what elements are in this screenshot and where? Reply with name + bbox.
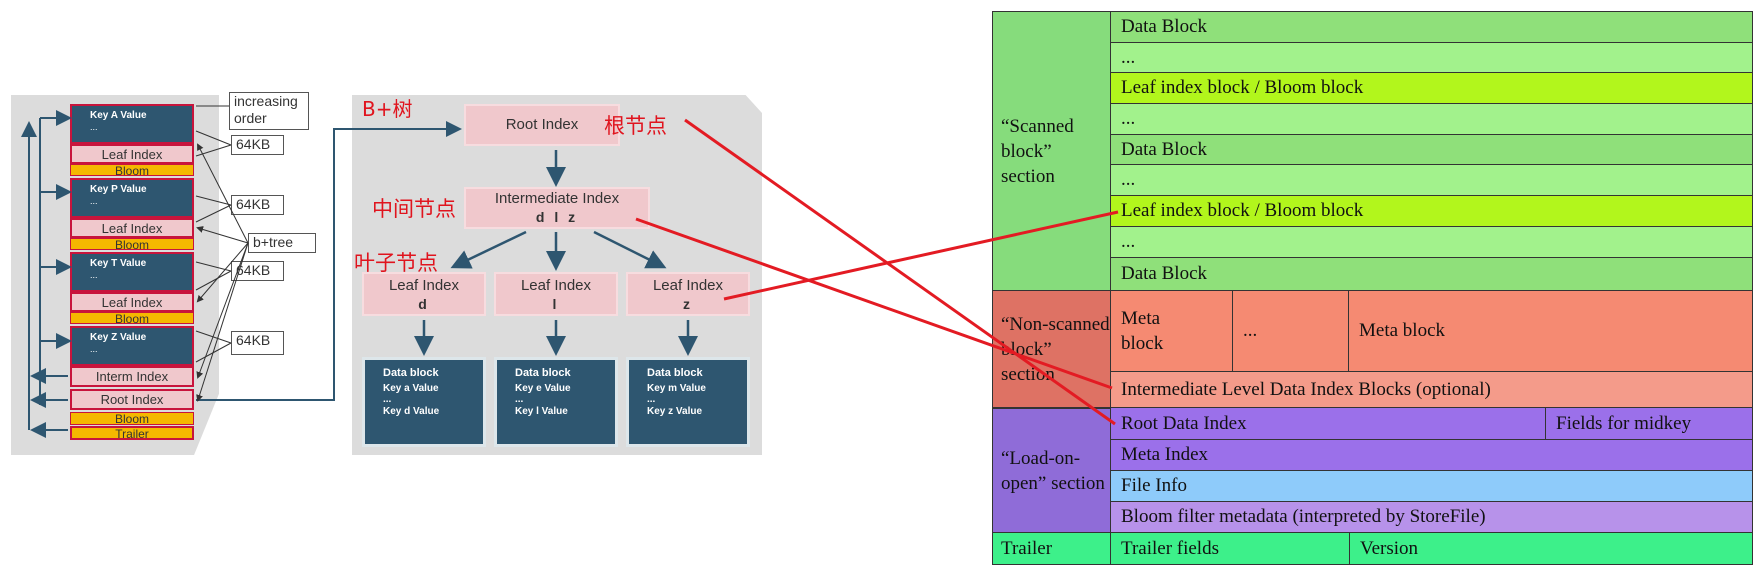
leaf-node-cn-label: 叶子节点 (354, 251, 438, 275)
meta-index-row: Meta Index (1110, 439, 1753, 471)
root-node-cn-label: 根节点 (604, 114, 667, 138)
trailer-section-label: Trailer (992, 532, 1111, 565)
version-cell: Version (1349, 532, 1753, 565)
btree-callout: b+tree (248, 233, 316, 253)
nonscanned-section-label: “Non-scanned block” section (992, 290, 1111, 408)
leaf-index-row: Leaf Index (70, 292, 194, 312)
key-block-a: Key A Value ... (70, 104, 194, 144)
leaf-index-label: Leaf Index (388, 277, 460, 294)
left-index-connectors (21, 110, 462, 438)
size-callout: 64KB (231, 195, 284, 215)
key-label: Key A Value (90, 110, 147, 121)
loadonopen-section-label: “Load-on-open” section (992, 408, 1111, 533)
data-block-row: Data Block (1110, 134, 1753, 165)
data-block-last-key: Key z Value (647, 406, 703, 417)
leaf-index-row: Leaf Index (70, 144, 194, 164)
ellipsis-row: ... (1110, 164, 1753, 196)
trailer-row: Trailer (70, 426, 194, 440)
leaf-index-key: l (552, 296, 560, 312)
root-index-node: Root Index (464, 104, 620, 146)
increasing-order-callout: increasing order (229, 92, 309, 130)
fields-for-midkey-cell: Fields for midkey (1545, 407, 1753, 440)
intermediate-level-index-row: Intermediate Level Data Index Blocks (op… (1110, 371, 1753, 408)
leaf-index-label: Leaf Index (652, 277, 724, 294)
data-block-row: Data Block (1110, 11, 1753, 43)
data-block-node: Data block Key m Value ... Key z Value (626, 357, 750, 447)
bloom-row: Bloom (70, 164, 194, 176)
data-block-first-key: Key m Value (647, 383, 706, 394)
key-label: Key Z Value (90, 332, 147, 343)
data-block-row: Data Block (1110, 257, 1753, 291)
data-block-dots: ... (383, 394, 392, 405)
key-block-z: Key Z Value ... (70, 326, 194, 366)
size-callout: 64KB (231, 261, 284, 281)
bloom-row: Bloom (70, 238, 194, 250)
data-block-node: Data block Key e Value ... Key l Value (494, 357, 618, 447)
data-block-title: Data block (515, 367, 571, 379)
root-index-row: Root Index (70, 389, 194, 410)
leaf-index-node-z: Leaf Index z (626, 272, 750, 316)
bloom-row: Bloom (70, 312, 194, 324)
data-block-last-key: Key d Value (383, 406, 440, 417)
meta-ellipsis-cell: ... (1232, 290, 1349, 372)
data-block-title: Data block (383, 367, 439, 379)
intermediate-index-node: Intermediate Index d l z (464, 187, 650, 229)
intermediate-index-label: Intermediate Index (494, 190, 620, 207)
size-callout: 64KB (231, 331, 284, 355)
leaf-index-node-d: Leaf Index d (362, 272, 486, 316)
bloom-row: Bloom (70, 412, 194, 425)
key-dots: ... (90, 122, 98, 132)
btree-title: B+树 (362, 97, 413, 121)
leaf-index-key: d (418, 296, 430, 312)
key-label: Key P Value (90, 184, 147, 195)
root-index-label: Root Index (505, 116, 579, 133)
data-block-last-key: Key l Value (515, 406, 568, 417)
leaf-index-label: Leaf Index (520, 277, 592, 294)
trailer-fields-cell: Trailer fields (1110, 532, 1350, 565)
btree-arrows (414, 150, 698, 356)
leaf-bloom-block-row: Leaf index block / Bloom block (1110, 195, 1753, 227)
meta-block-cell: Meta block (1348, 290, 1753, 372)
leaf-index-row: Leaf Index (70, 218, 194, 238)
data-block-dots: ... (515, 394, 524, 405)
data-block-node: Data block Key a Value ... Key d Value (362, 357, 486, 447)
key-dots: ... (90, 270, 98, 280)
data-block-first-key: Key e Value (515, 383, 571, 394)
leaf-bloom-block-row: Leaf index block / Bloom block (1110, 72, 1753, 104)
callout-leaders (195, 105, 249, 402)
intermediate-index-keys: d l z (535, 209, 579, 225)
key-dots: ... (90, 196, 98, 206)
size-callout: 64KB (231, 135, 284, 155)
leaf-index-node-l: Leaf Index l (494, 272, 618, 316)
mapping-lines (635, 118, 1119, 426)
key-block-t: Key T Value ... (70, 252, 194, 292)
data-block-dots: ... (647, 394, 656, 405)
interm-index-row: Interm Index (70, 366, 194, 387)
key-label: Key T Value (90, 258, 147, 269)
leaf-index-key: z (683, 296, 693, 312)
data-block-first-key: Key a Value (383, 383, 439, 394)
key-dots: ... (90, 344, 98, 354)
data-block-title: Data block (647, 367, 703, 379)
intermediate-node-cn-label: 中间节点 (372, 197, 456, 221)
scanned-section-label: “Scanned block” section (992, 11, 1111, 291)
